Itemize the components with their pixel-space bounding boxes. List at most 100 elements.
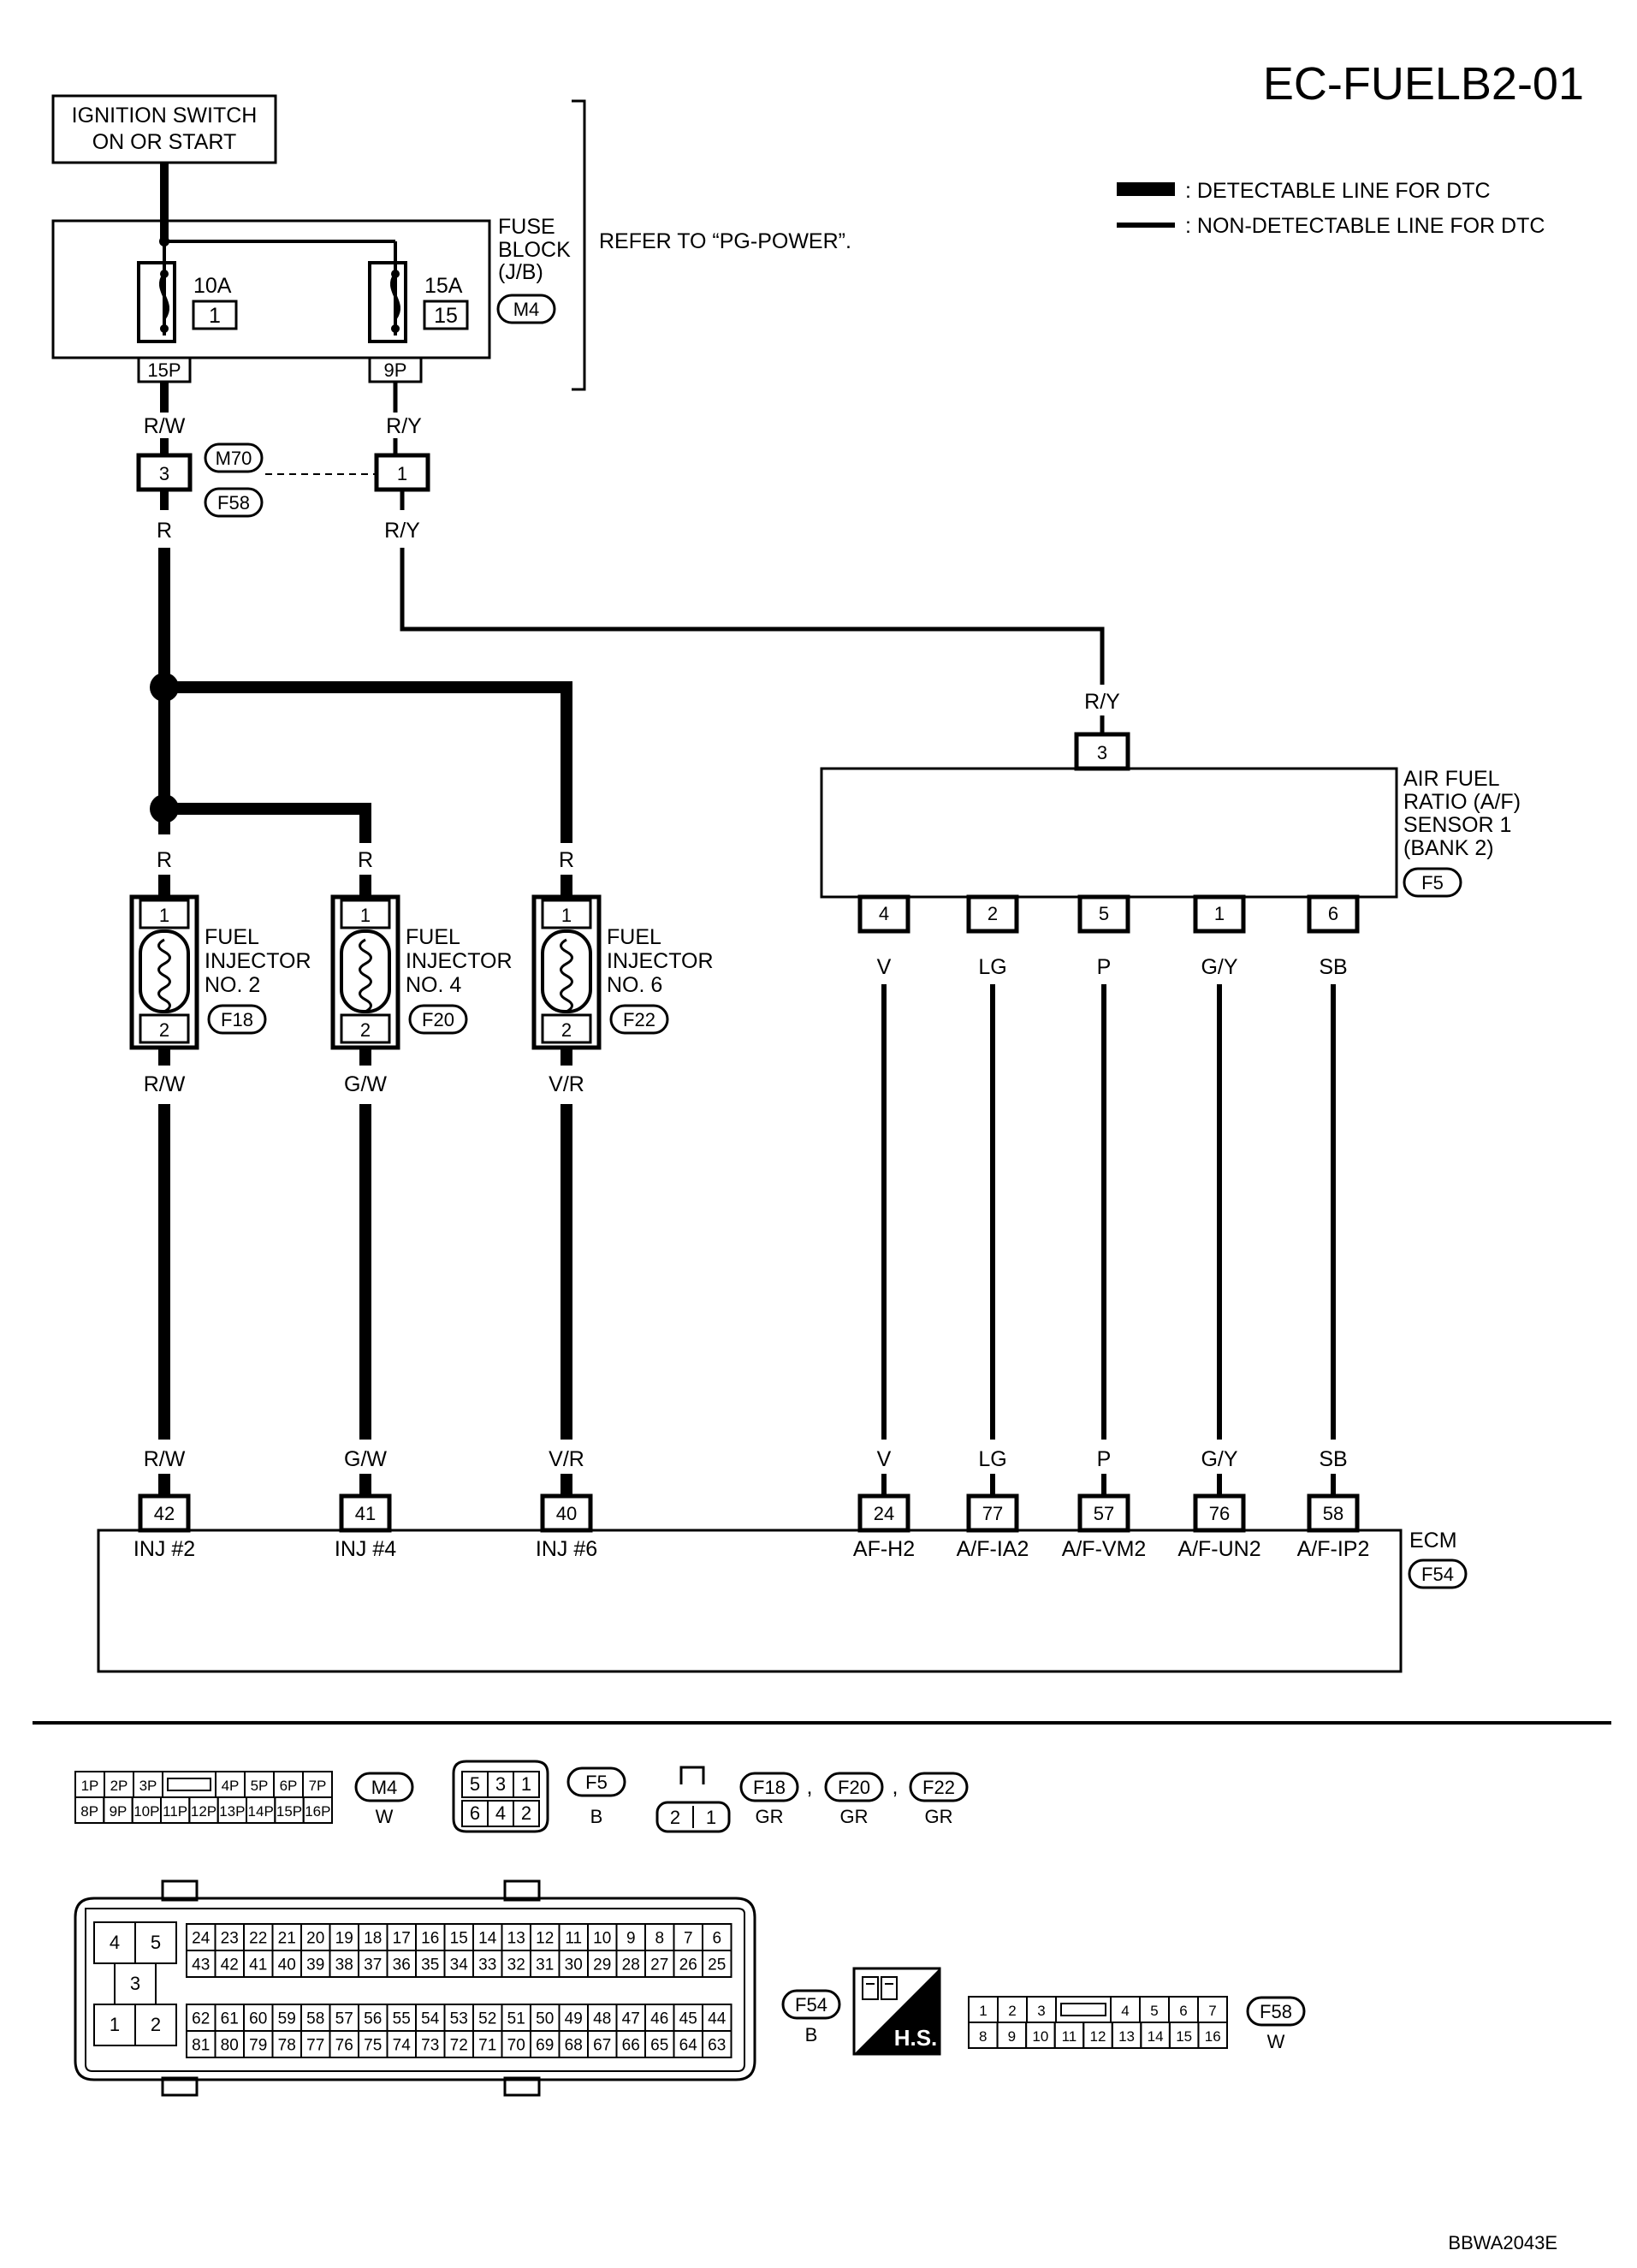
inj-view-id-2: F20 [838, 1777, 870, 1798]
fuse-2-amp: 15A [424, 274, 463, 298]
f58-latch [1055, 1996, 1112, 2023]
fuel-injector-2: 1 2 FUEL INJECTOR NO. 2 F18 [129, 894, 311, 1050]
injector-6-connector: F22 [623, 1009, 655, 1030]
fuel-injector-6: 1 2 FUEL INJECTOR NO. 6 F22 [531, 894, 714, 1050]
f5-pin-5: 5 [461, 1771, 489, 1798]
hs-mark: H.S. [852, 1967, 941, 2056]
f58-color: W [1267, 2031, 1285, 2052]
f54-pin-26: 26 [673, 1950, 703, 1978]
svg-text:40: 40 [278, 1956, 296, 1974]
f54-pin-20: 20 [300, 1923, 331, 1951]
svg-text:52: 52 [478, 2010, 496, 2028]
f54-pin-15: 15 [443, 1923, 474, 1951]
svg-text:53: 53 [450, 2010, 468, 2028]
svg-text:4P: 4P [222, 1778, 240, 1794]
f54-pin-17: 17 [386, 1923, 417, 1951]
svg-text:57: 57 [335, 2010, 353, 2028]
af-sensor-name-1: AIR FUEL [1403, 767, 1500, 791]
svg-text:20: 20 [306, 1930, 324, 1948]
svg-text:41: 41 [249, 1956, 267, 1974]
svg-text:13P: 13P [219, 1803, 245, 1820]
af-wire-sb-top-label: SB [1319, 955, 1347, 979]
svg-text:3: 3 [495, 1773, 506, 1795]
svg-text:66: 66 [622, 2037, 640, 2055]
svg-text:5P: 5P [251, 1778, 269, 1794]
fuse-block-refer: REFER TO “PG-POWER”. [599, 229, 851, 253]
f5-pin-4: 4 [487, 1800, 514, 1827]
f54-pin-73: 73 [415, 2030, 446, 2058]
f54-pin-33: 33 [472, 1950, 503, 1978]
ecm-pin-76: 76 A/F-UN2 [1177, 1493, 1261, 1561]
f54-pin-78: 78 [271, 2030, 302, 2058]
inj-view-sep-2: , [893, 1775, 899, 1799]
svg-text:3: 3 [1037, 2003, 1045, 2019]
f54-pin-36: 36 [386, 1950, 417, 1978]
svg-text:22: 22 [249, 1930, 267, 1948]
svg-text:36: 36 [393, 1956, 411, 1974]
f54-pin-49: 49 [558, 2004, 589, 2032]
f54-pin-68: 68 [558, 2030, 589, 2058]
af-wire-sb: 6 SB SB [1307, 894, 1360, 1494]
page-id: EC-FUELB2-01 [1263, 58, 1584, 110]
connector-view-injectors: 2 1 F18 GR , F20 GR , F22 GR [655, 1766, 969, 1833]
f54-pin-72: 72 [443, 2030, 474, 2058]
svg-text:37: 37 [364, 1956, 382, 1974]
svg-text:15P: 15P [276, 1803, 302, 1820]
fuse-block: 10A 1 15A 15 FUSE BLOCK (J/B) M4 REFER T… [51, 99, 851, 391]
af-wire-lg: 2 LG LG [966, 894, 1019, 1494]
svg-text:71: 71 [478, 2037, 496, 2055]
svg-text:12: 12 [1090, 2028, 1106, 2045]
f54-pin-13: 13 [501, 1923, 531, 1951]
m4-pin-12P: 12P [188, 1796, 219, 1824]
svg-text:65: 65 [650, 2037, 668, 2055]
ecm-label: ECM [1409, 1529, 1457, 1553]
f5-color: B [590, 1806, 603, 1827]
inj-view-color-1: GR [756, 1806, 784, 1827]
fuse-block-connector-oval [496, 294, 556, 324]
svg-text:24: 24 [192, 1930, 211, 1948]
svg-text:21: 21 [278, 1930, 296, 1948]
f54-pin-7: 7 [673, 1923, 703, 1951]
f54-pin-79: 79 [243, 2030, 274, 2058]
svg-text:7: 7 [1208, 2003, 1216, 2019]
ecm-pin-number: 77 [982, 1503, 1003, 1524]
m4-pin-6P: 6P [273, 1771, 304, 1798]
f54-pin-5: 5 [134, 1921, 177, 1964]
svg-text:9: 9 [626, 1930, 636, 1948]
svg-text:8P: 8P [80, 1803, 98, 1820]
ecm-connector: F54 [1421, 1564, 1454, 1585]
injector-4-pin-bottom: 2 [360, 1019, 371, 1041]
ecm-pin-number: 57 [1094, 1503, 1114, 1524]
wire-ry-mid: R/Y [384, 519, 420, 543]
f54-pin-59: 59 [271, 2004, 302, 2032]
m4-pin-8P: 8P [74, 1796, 105, 1824]
ecm-pin-label: A/F-UN2 [1177, 1537, 1260, 1561]
ecm-pin-41: 41 INJ #4 [335, 1493, 396, 1561]
inj-view-pin-2: 2 [670, 1807, 680, 1828]
m4-pin-9P: 9P [103, 1796, 133, 1824]
m4-color: W [376, 1806, 394, 1827]
inj-view-id-3: F22 [922, 1777, 955, 1798]
f54-pin-52: 52 [472, 2004, 503, 2032]
f58-pin-13: 13 [1111, 2022, 1142, 2049]
svg-text:6: 6 [712, 1930, 721, 1948]
af-sensor-name-3: SENSOR 1 [1403, 813, 1511, 837]
af-wire-lg-top-label: LG [978, 955, 1006, 979]
f54-pin-64: 64 [673, 2030, 703, 2058]
svg-text:7: 7 [684, 1930, 693, 1948]
svg-text:7P: 7P [309, 1778, 327, 1794]
f58-pin-10: 10 [1025, 2022, 1056, 2049]
svg-text:79: 79 [249, 2037, 267, 2055]
svg-text:38: 38 [335, 1956, 353, 1974]
svg-text:81: 81 [192, 2037, 210, 2055]
svg-text:29: 29 [593, 1956, 611, 1974]
ecm-pin-number: 58 [1323, 1503, 1343, 1524]
ecm-pin-number: 42 [154, 1503, 175, 1524]
injector-2-name-3: NO. 2 [205, 973, 260, 997]
svg-text:6: 6 [470, 1802, 480, 1824]
m4-pin-3P: 3P [133, 1771, 163, 1798]
svg-text:2: 2 [151, 2014, 161, 2035]
